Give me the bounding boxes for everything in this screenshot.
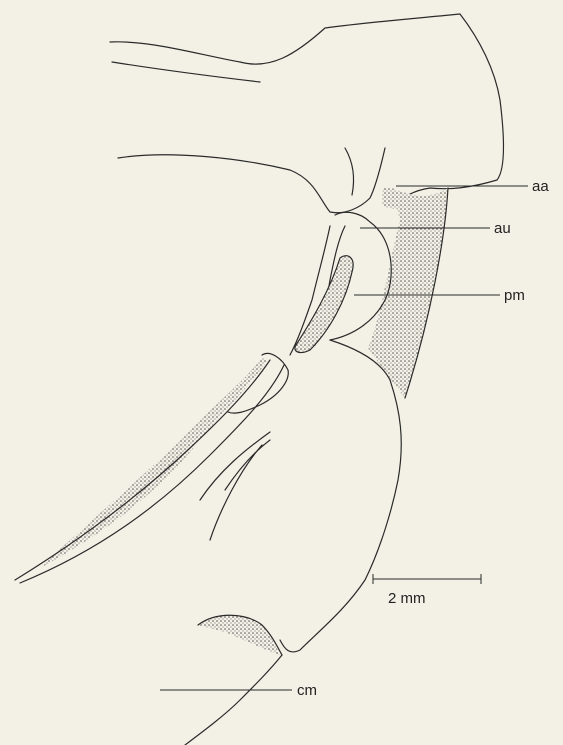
fold-curve-1: [345, 148, 354, 195]
cm-lobe-shade: [198, 615, 280, 655]
label-cm: cm: [297, 682, 317, 699]
pm-structure-shade: [295, 256, 353, 353]
inner-curve-1: [200, 432, 270, 500]
lower-body-outline: [280, 340, 401, 652]
upper-fold-line: [112, 62, 260, 82]
mid-body-outline: [118, 148, 385, 213]
label-aa: aa: [532, 178, 549, 195]
upper-body-outline: [110, 14, 503, 205]
scale-bar: 2 mm: [373, 574, 481, 607]
label-au: au: [494, 220, 511, 237]
label-pm: pm: [504, 287, 525, 304]
scale-bar-label: 2 mm: [388, 590, 426, 607]
stylet-shade: [40, 358, 268, 568]
bottom-outline: [185, 655, 282, 745]
inner-curve-3: [225, 440, 270, 490]
